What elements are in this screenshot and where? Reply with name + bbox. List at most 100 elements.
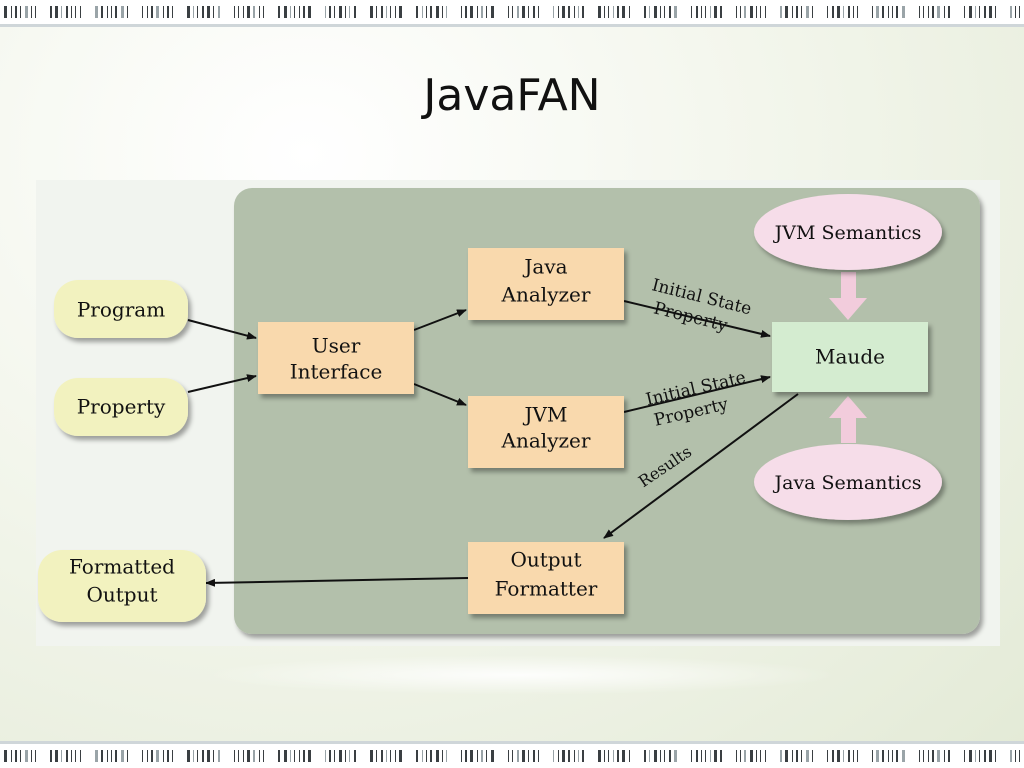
stripe-bar [944, 750, 945, 762]
stripe-bar [278, 750, 280, 762]
stripe-bar [582, 6, 584, 18]
stripe-bar [263, 6, 264, 18]
edge-java-analyzer-to-maude [623, 300, 771, 338]
stripe-bar [995, 6, 996, 18]
stripe-bar [345, 750, 346, 762]
stripe-bar [872, 6, 873, 18]
stripe-bar [278, 6, 280, 18]
stripe-bar [984, 750, 986, 762]
stripe-bar [720, 6, 722, 18]
stripe-bar [780, 6, 782, 18]
stripe-bar [622, 6, 625, 18]
svg-text:Interface: Interface [290, 360, 383, 384]
stripe-bar [649, 6, 650, 18]
stripe-bar [308, 750, 311, 762]
stripe-bar [660, 6, 661, 18]
stripe-bar [979, 750, 980, 762]
stripe-bar [430, 6, 432, 18]
stripe-bar [386, 6, 387, 18]
stripe-bar [156, 750, 159, 762]
stripe-bar [284, 6, 287, 18]
stripe-bar [376, 6, 377, 18]
stripe-bar [736, 750, 737, 762]
stripe-bar [796, 6, 798, 18]
stripe-bar [848, 750, 850, 762]
stripe-bar [156, 6, 159, 18]
stripe-bar [461, 750, 462, 762]
stripe-bar [238, 6, 239, 18]
svg-text:Output: Output [510, 548, 581, 572]
stripe-bar [193, 750, 194, 762]
stripe-bar [654, 6, 657, 18]
stripe-bar [969, 6, 972, 18]
stripe-bar [892, 750, 893, 762]
stripe-bar [491, 750, 494, 762]
stripe-bar [354, 6, 356, 18]
stripe-bar [422, 6, 423, 18]
stripe-bar [562, 750, 565, 762]
stripe-bar [882, 6, 884, 18]
stripe-bar [334, 6, 335, 18]
stripe-bar [792, 750, 793, 762]
stripe-bar [533, 6, 535, 18]
stripe-bar [533, 750, 535, 762]
stripe-bar [843, 6, 844, 18]
stripe-bar [481, 6, 483, 18]
stripe-bar [167, 750, 169, 762]
stripe-bar [253, 6, 255, 18]
stripe-bar [247, 6, 250, 18]
stripe-bar [50, 750, 52, 762]
stripe-bar [853, 6, 854, 18]
stripe-bar [142, 6, 143, 18]
stripe-bar [147, 6, 148, 18]
stripe-bar [522, 750, 525, 762]
stripe-bar [202, 750, 204, 762]
stripe-bar [806, 750, 809, 762]
stripe-bar [744, 750, 746, 762]
top-decorative-stripe [0, 0, 1024, 27]
stripe-bar [334, 750, 335, 762]
stripe-bar [660, 750, 661, 762]
stripe-bar [538, 750, 539, 762]
stripe-bar [553, 6, 554, 18]
stripe-bar [649, 750, 650, 762]
stripe-bar [436, 750, 439, 762]
stripe-bar [386, 750, 387, 762]
stripe-bar [167, 6, 169, 18]
stripe-bar [892, 6, 893, 18]
stripe-bar [390, 6, 391, 18]
stripe-bar [919, 6, 920, 18]
stripe-bar [801, 750, 802, 762]
user-interface-node: User Interface [258, 322, 414, 394]
stripe-bar [857, 750, 858, 762]
stripe-bar [937, 750, 940, 762]
stripe-bar [832, 6, 834, 18]
stripe-bar [426, 6, 427, 18]
java-semantics-node: Java Semantics [754, 444, 942, 520]
stripe-bar [517, 6, 519, 18]
stripe-bar [617, 750, 619, 762]
stripe-bar [644, 750, 646, 762]
stripe-bar [213, 6, 214, 18]
stripe-bar [11, 6, 12, 18]
stripe-bar [948, 750, 950, 762]
stripe-bar [294, 750, 295, 762]
stripe-bar [349, 6, 350, 18]
stripe-bar [714, 6, 717, 18]
stripe-bar [151, 6, 153, 18]
stripe-bar [760, 6, 761, 18]
stripe-bar [720, 750, 722, 762]
stripe-bar [80, 6, 81, 18]
stripe-bar [339, 6, 342, 18]
stripe-bar [399, 750, 402, 762]
stripe-bar [765, 750, 766, 762]
svg-text:Property: Property [77, 395, 166, 419]
stripe-bar [61, 6, 62, 18]
edge-property-to-ui [187, 374, 257, 393]
jvm-semantics-arrow [829, 272, 867, 320]
stripe-bar [832, 750, 834, 762]
stripe-bar [1015, 750, 1016, 762]
stripe-bar [558, 750, 559, 762]
stripe-bar [416, 6, 418, 18]
stripe-bar [522, 6, 525, 18]
